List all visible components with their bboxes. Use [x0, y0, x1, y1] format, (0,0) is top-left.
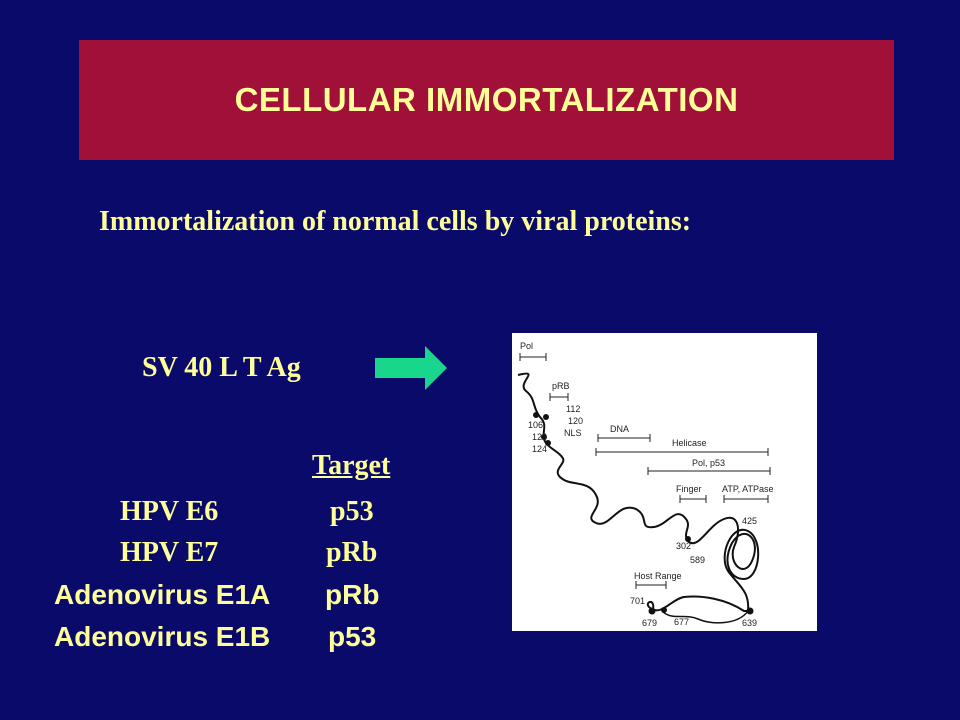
row-virus-adenovirus-e1a: Adenovirus E1A	[54, 579, 271, 610]
label-112: 112	[566, 404, 580, 414]
row-target-hpv-e6: p53	[330, 496, 374, 527]
right-arrow-icon	[375, 346, 447, 390]
label-helicase: Helicase	[672, 438, 707, 448]
row-target-hpv-e7: pRb	[326, 537, 378, 568]
label-639: 639	[742, 618, 757, 628]
slide-title: CELLULAR IMMORTALIZATION	[234, 81, 739, 118]
label-dna: DNA	[610, 424, 629, 434]
row-virus-hpv-e7: HPV E7	[120, 537, 219, 568]
row-virus-hpv-e6: HPV E6	[120, 496, 219, 527]
label-pol: Pol	[520, 341, 533, 351]
label-nls: NLS	[564, 428, 582, 438]
label-prb: pRB	[552, 381, 570, 391]
label-123: 123	[532, 432, 547, 442]
row-virus-adenovirus-e1b: Adenovirus E1B	[54, 621, 271, 652]
label-124: 124	[532, 444, 547, 454]
title-bar: CELLULAR IMMORTALIZATION	[79, 40, 894, 160]
label-pol-p53: Pol, p53	[692, 458, 725, 468]
label-589: 589	[690, 555, 705, 565]
label-106: 106	[528, 420, 543, 430]
slide-subtitle: Immortalization of normal cells by viral…	[99, 206, 692, 237]
protein-map-svg: Pol pRB 112 120 106 NLS 123 124 DNA Heli…	[517, 341, 774, 628]
sv40-protein-diagram: Pol pRB 112 120 106 NLS 123 124 DNA Heli…	[512, 333, 817, 631]
label-finger: Finger	[676, 484, 702, 494]
label-atp-atpase: ATP, ATPase	[722, 484, 774, 494]
sv40-label: SV 40 L T Ag	[142, 352, 301, 383]
row-target-adenovirus-e1b: p53	[328, 621, 377, 652]
target-header: Target	[312, 450, 391, 481]
label-679: 679	[642, 618, 657, 628]
row-target-adenovirus-e1a: pRb	[325, 579, 380, 610]
label-677: 677	[674, 617, 689, 627]
label-120: 120	[568, 416, 583, 426]
label-425: 425	[742, 516, 757, 526]
label-host-range: Host Range	[634, 571, 682, 581]
label-302: 302	[676, 541, 691, 551]
label-701: 701	[630, 596, 645, 606]
